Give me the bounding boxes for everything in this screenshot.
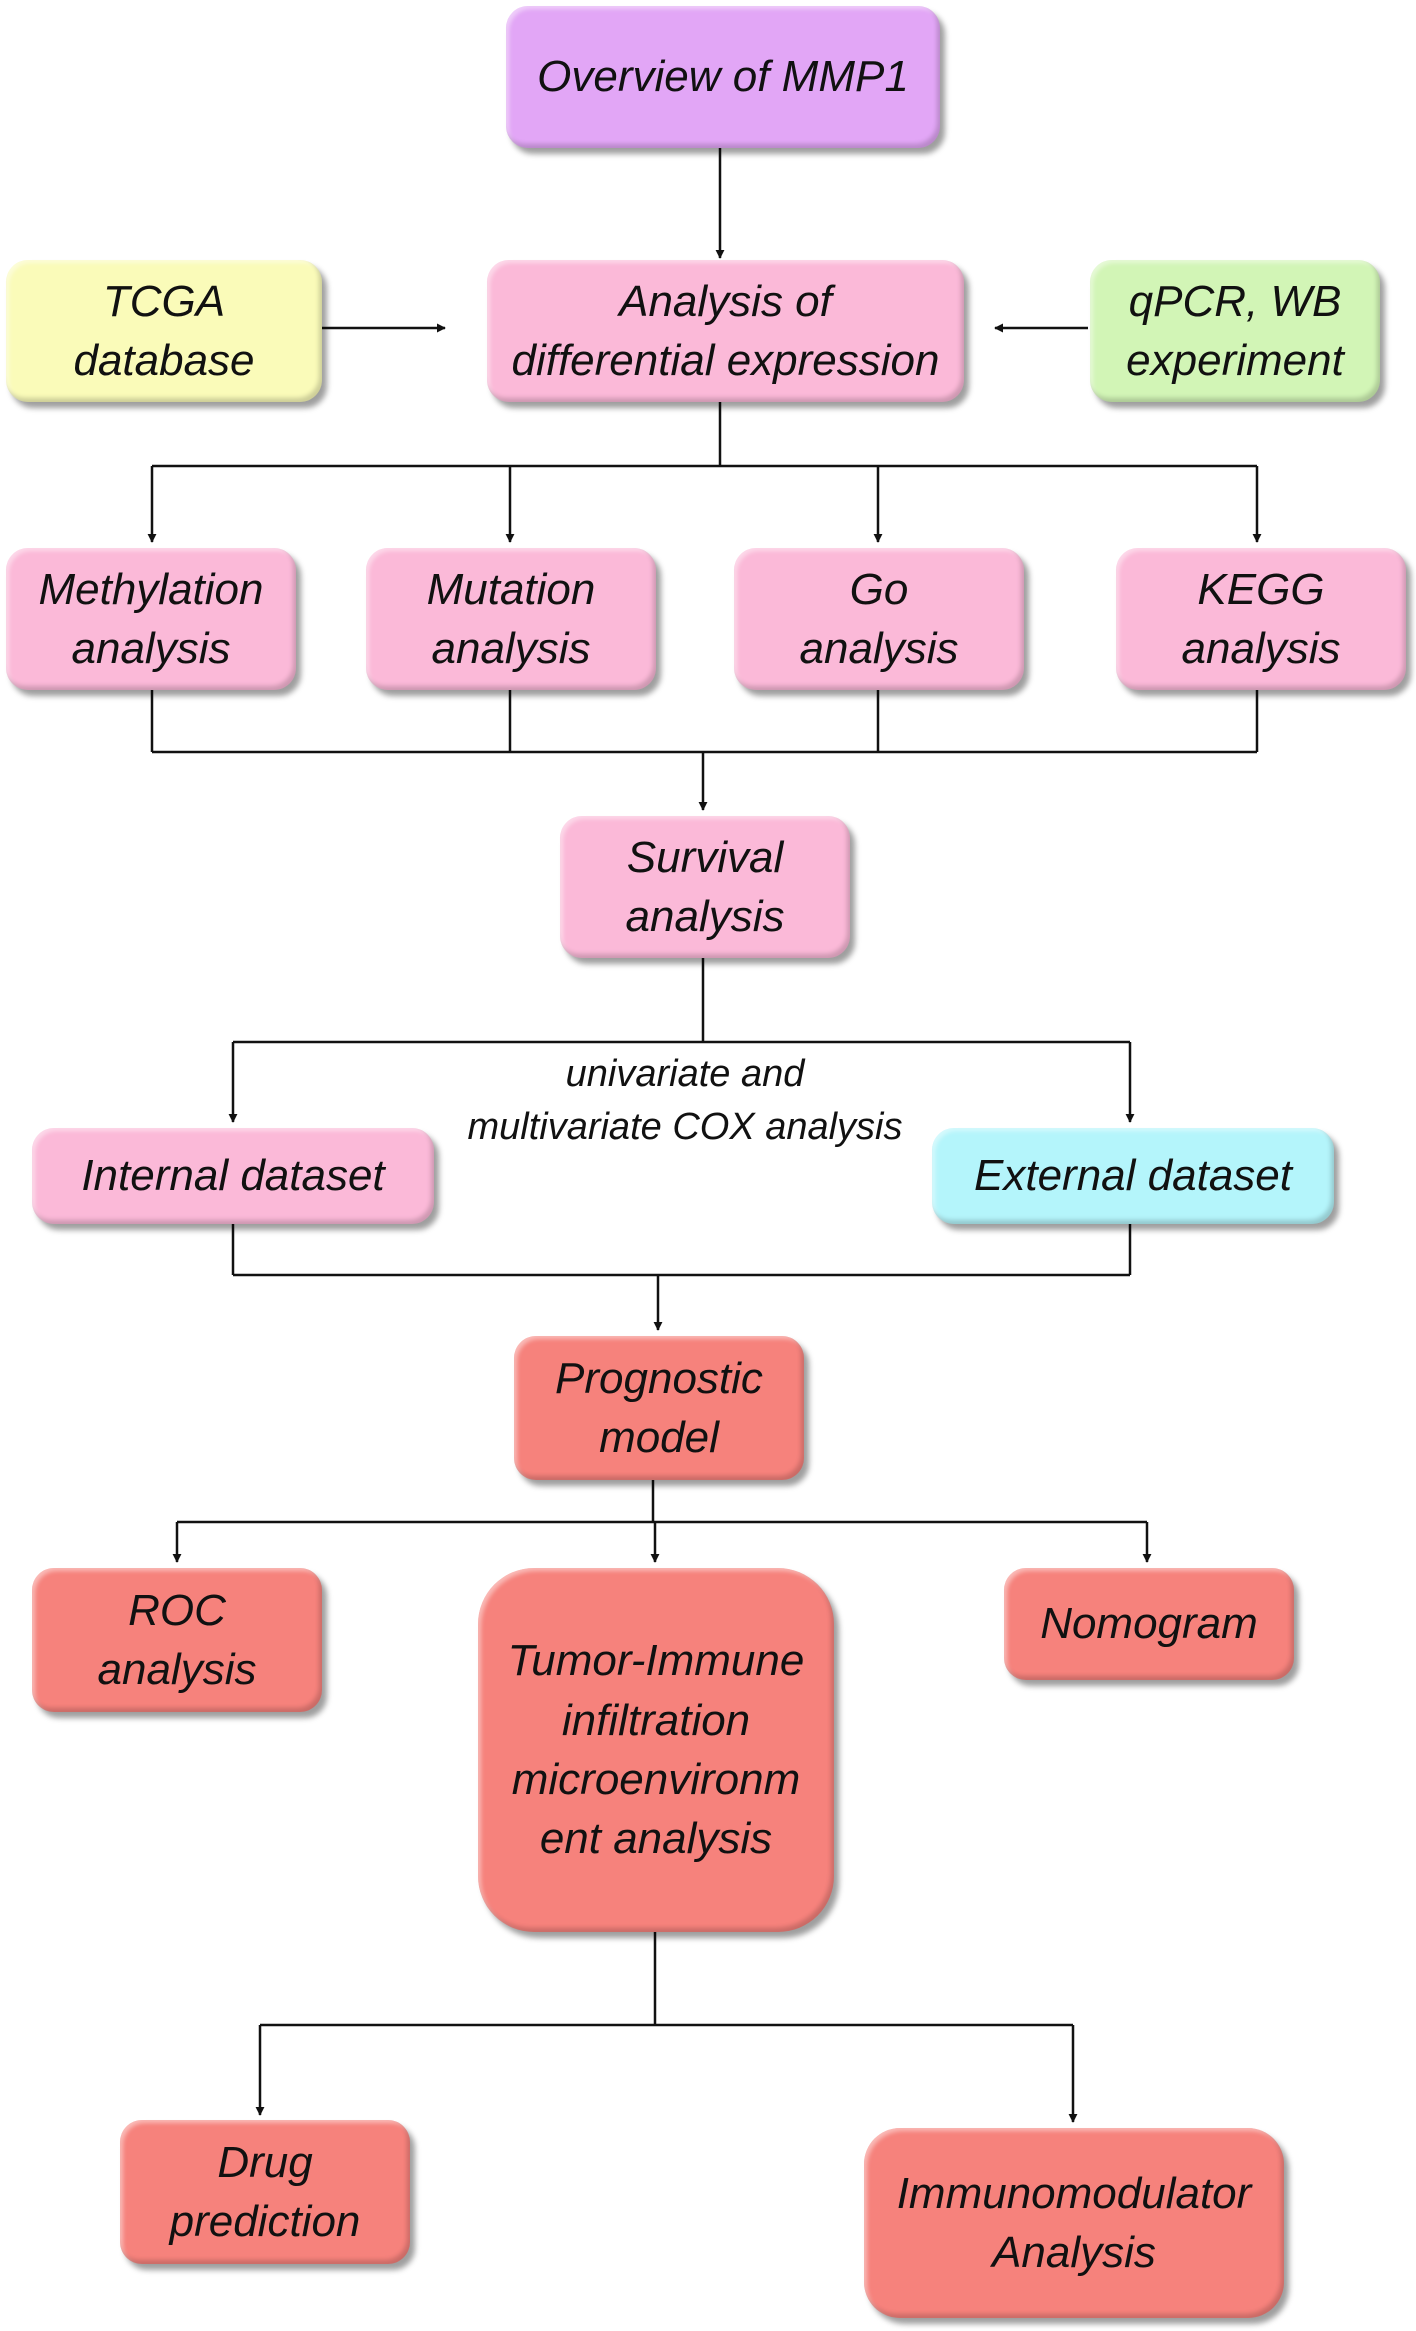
drug-prediction-node-label: Drug prediction	[169, 2137, 361, 2246]
survival-node: Survival analysis	[560, 816, 850, 958]
cox-analysis-label: univariate and multivariate COX analysis	[467, 1053, 903, 1149]
tcga-node: TCGA database	[6, 260, 322, 402]
methylation-node: Methylation analysis	[6, 548, 296, 690]
methylation-node-label: Methylation analysis	[38, 564, 264, 673]
drug-prediction-node: Drug prediction	[120, 2120, 410, 2264]
tumor-immune-node: Tumor-Immune infiltration microenvironm …	[478, 1568, 834, 1932]
go-node: Go analysis	[734, 548, 1024, 690]
tcga-node-label: TCGA database	[73, 276, 255, 385]
go-node-label: Go analysis	[799, 564, 959, 673]
tumor-immune-node-label: Tumor-Immune infiltration microenvironm …	[507, 1636, 805, 1864]
prognostic-model-node-label: Prognostic model	[555, 1353, 763, 1462]
differential-node-label: Analysis of differential expression	[511, 276, 940, 385]
external-dataset-node-label: External dataset	[974, 1151, 1292, 1201]
differential-node: Analysis of differential expression	[487, 260, 964, 402]
kegg-node-label: KEGG analysis	[1181, 564, 1341, 673]
survival-node-label: Survival analysis	[625, 832, 785, 941]
immunomodulator-node: Immunomodulator Analysis	[864, 2128, 1284, 2318]
overview-node-label: Overview of MMP1	[537, 52, 909, 102]
overview-node: Overview of MMP1	[506, 6, 940, 148]
nomogram-node-label: Nomogram	[1040, 1599, 1258, 1649]
prognostic-model-node: Prognostic model	[514, 1336, 804, 1480]
immunomodulator-node-label: Immunomodulator Analysis	[896, 2168, 1252, 2277]
roc-analysis-node: ROC analysis	[32, 1568, 322, 1712]
internal-dataset-node: Internal dataset	[32, 1128, 434, 1224]
kegg-node: KEGG analysis	[1116, 548, 1406, 690]
qpcr-node-label: qPCR, WB experiment	[1126, 276, 1344, 385]
nomogram-node: Nomogram	[1004, 1568, 1294, 1680]
mutation-node: Mutation analysis	[366, 548, 656, 690]
roc-analysis-node-label: ROC analysis	[97, 1585, 257, 1694]
external-dataset-node: External dataset	[932, 1128, 1334, 1224]
qpcr-node: qPCR, WB experiment	[1090, 260, 1380, 402]
internal-dataset-node-label: Internal dataset	[81, 1151, 385, 1201]
mutation-node-label: Mutation analysis	[426, 564, 596, 673]
